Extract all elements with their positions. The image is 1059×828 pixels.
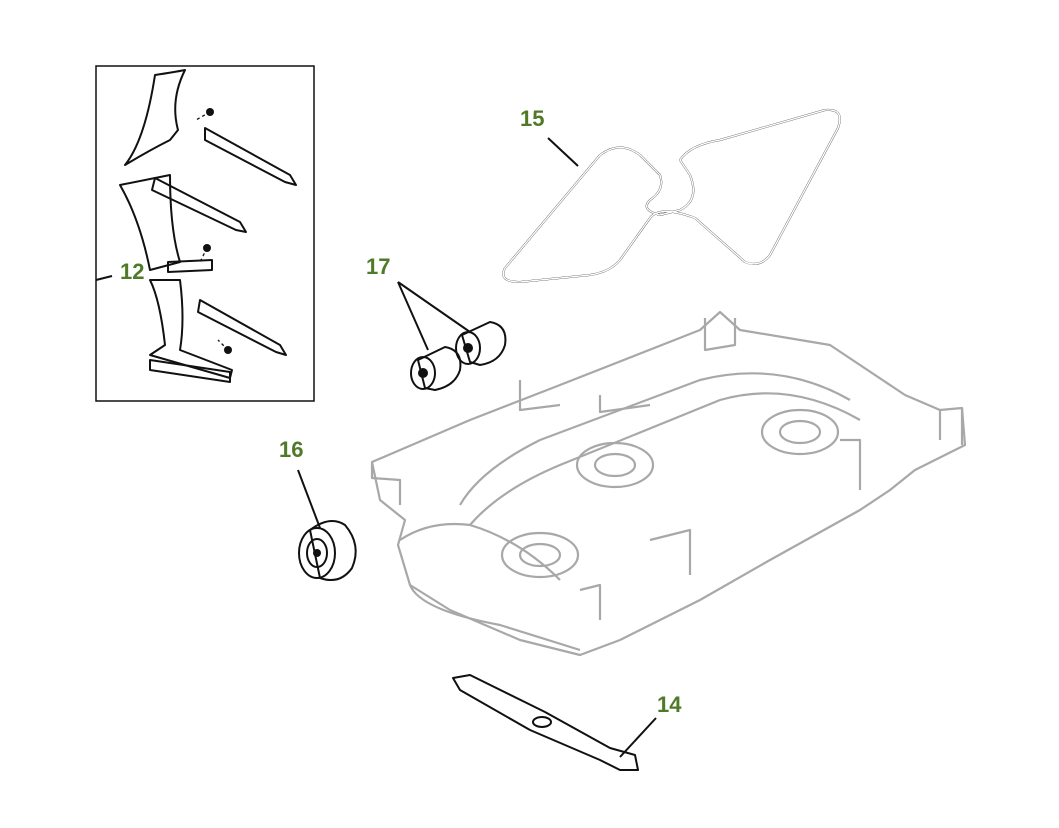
leader-14 bbox=[619, 717, 657, 758]
leader-15 bbox=[547, 137, 579, 167]
gauge-wheel bbox=[298, 520, 357, 581]
mower-deck bbox=[370, 310, 967, 657]
mower-blade bbox=[452, 674, 639, 771]
mulch-kit-inset bbox=[95, 65, 315, 402]
callout-14[interactable]: 14 bbox=[657, 692, 682, 717]
callout-16[interactable]: 16 bbox=[279, 437, 303, 462]
deck-rollers bbox=[410, 321, 507, 391]
callout-12[interactable]: 12 bbox=[120, 259, 144, 284]
leader-17 bbox=[397, 281, 471, 351]
callout-15[interactable]: 15 bbox=[520, 106, 544, 131]
callout-17[interactable]: 17 bbox=[366, 254, 390, 279]
leader-12 bbox=[95, 275, 113, 281]
drive-belt bbox=[502, 108, 841, 283]
leader-16 bbox=[297, 469, 321, 529]
